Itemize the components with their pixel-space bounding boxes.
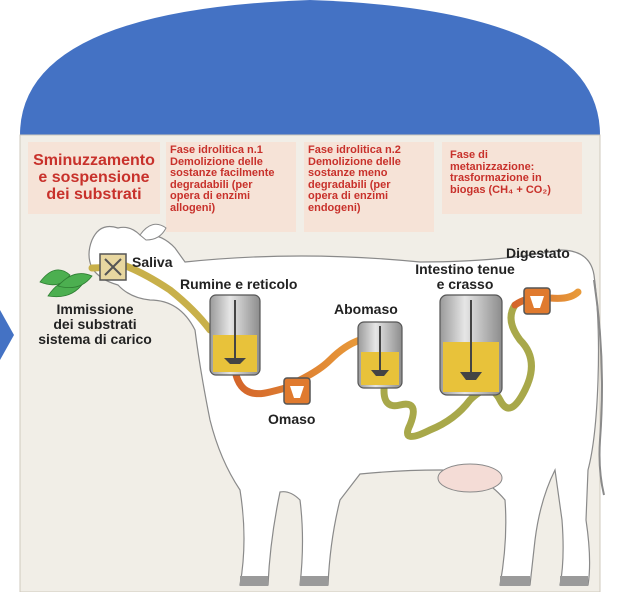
abomasum-tank [358, 322, 402, 388]
header-4-line-3: biogas (CH₄ + CO₂) [450, 185, 580, 197]
label-input: Immissione dei substrati sistema di cari… [30, 302, 160, 347]
header-4-title: Fase di [450, 150, 580, 162]
saliva-pump-icon [100, 254, 126, 280]
hoof-1 [240, 576, 268, 586]
header-methanization: Fase di metanizzazione: trasformazione i… [450, 150, 580, 196]
label-rumen: Rumine e reticolo [180, 277, 297, 292]
header-3-title: Fase idrolitica n.2 [308, 145, 434, 157]
label-input-line-1: Immissione [30, 302, 160, 317]
label-omasum: Omaso [268, 412, 315, 427]
hoof-3 [500, 576, 530, 586]
header-1-line-2: e sospensione [30, 169, 158, 186]
left-arrow-icon [0, 310, 14, 360]
label-input-line-2: dei substrati [30, 317, 160, 332]
omasum-pump-icon [284, 378, 310, 404]
label-abomasum: Abomaso [334, 302, 398, 317]
header-hydrolytic-2: Fase idrolitica n.2 Demolizione delle so… [308, 145, 434, 214]
rumen-tank [210, 295, 260, 375]
header-4-line-2: trasformazione in [450, 173, 580, 185]
hoof-4 [560, 576, 588, 586]
header-2-title: Fase idrolitica n.1 [170, 145, 296, 157]
intestine-tank [440, 295, 502, 395]
header-1-line-3: dei substrati [30, 186, 158, 203]
header-3-line-2: sostanze meno [308, 168, 434, 180]
label-input-line-3: sistema di carico [30, 332, 160, 347]
hoof-2 [300, 576, 328, 586]
header-1-line-1: Sminuzzamento [30, 152, 158, 169]
header-hydrolytic-1: Fase idrolitica n.1 Demolizione delle so… [170, 145, 296, 214]
label-intestine-line-2: e crasso [400, 277, 530, 292]
header-3-line-5: endogeni) [308, 203, 434, 215]
header-2-line-4: opera di enzimi [170, 191, 296, 203]
label-digestate: Digestato [506, 246, 570, 261]
header-3-line-4: opera di enzimi [308, 191, 434, 203]
label-saliva: Saliva [132, 255, 172, 270]
header-2-line-5: allogeni) [170, 203, 296, 215]
header-shredding: Sminuzzamento e sospensione dei substrat… [30, 152, 158, 203]
label-intestine: Intestino tenue e crasso [400, 262, 530, 292]
header-2-line-2: sostanze facilmente [170, 168, 296, 180]
label-intestine-line-1: Intestino tenue [400, 262, 530, 277]
cow-udder [438, 464, 502, 492]
blue-dome [20, 0, 600, 135]
